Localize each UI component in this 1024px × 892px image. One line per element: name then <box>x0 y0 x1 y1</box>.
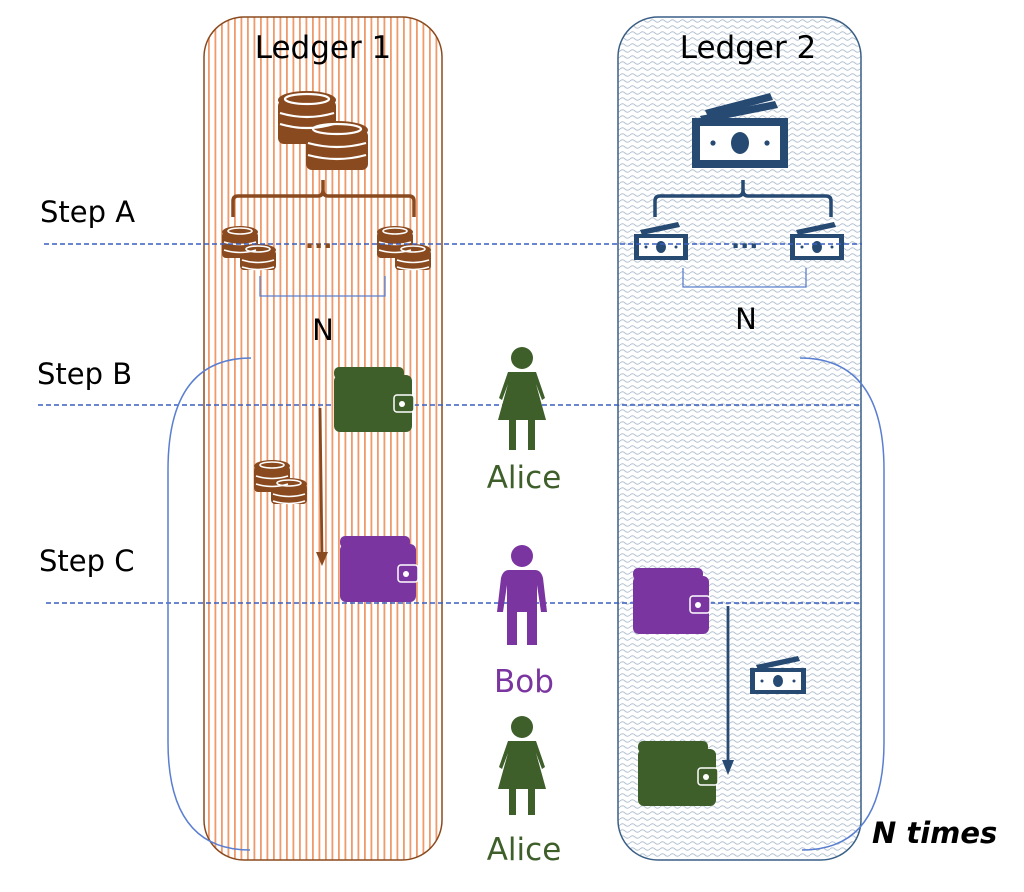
person-label-bob: Bob <box>494 664 554 700</box>
repeat-bracket-right <box>799 357 885 851</box>
wallet-icon <box>340 536 419 602</box>
split-brace-ledger-2 <box>653 180 833 217</box>
transfer-arrow-ledger-1 <box>316 407 328 566</box>
person-label-alice-2: Alice <box>486 832 562 868</box>
wallet-icon <box>633 568 711 634</box>
step-c-label: Step C <box>39 544 135 578</box>
transfer-arrow-ledger-2 <box>722 606 734 775</box>
ledger-2-title: Ledger 2 <box>679 30 817 66</box>
bill-small-icon <box>634 222 688 260</box>
ellipsis-ledger-2: ... <box>731 226 759 254</box>
repeat-label: N times <box>872 816 998 850</box>
ledger-2-container <box>617 16 862 861</box>
ellipsis-ledger-1: ... <box>305 226 333 254</box>
bill-small-icon <box>790 222 844 260</box>
n-bracket-ledger-2 <box>682 268 807 288</box>
person-icon <box>498 716 546 815</box>
ledger-1-title: Ledger 1 <box>254 30 392 66</box>
wallet-icon <box>334 367 415 432</box>
n-label-ledger-1: N <box>312 313 334 347</box>
repeat-bracket-left <box>167 357 252 851</box>
split-brace-ledger-1 <box>231 180 416 217</box>
coins-stack-icon <box>278 91 368 170</box>
step-b-label: Step B <box>37 357 133 391</box>
n-label-ledger-2: N <box>735 302 757 336</box>
bill-icon <box>692 93 788 168</box>
n-bracket-ledger-1 <box>259 276 386 297</box>
person-icon <box>498 347 546 450</box>
person-icon <box>497 545 547 645</box>
person-label-alice-1: Alice <box>486 460 562 496</box>
wallet-icon <box>638 741 719 806</box>
bill-transfer-icon <box>750 656 806 694</box>
step-a-label: Step A <box>40 195 136 229</box>
